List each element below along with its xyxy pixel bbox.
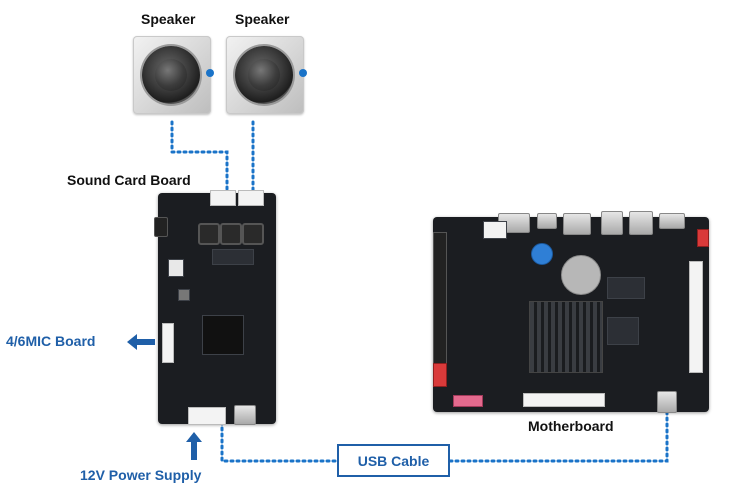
motherboard-label: Motherboard [528,418,614,434]
sound-card-board [154,190,276,425]
mic-board-label: 4/6MIC Board [6,333,96,349]
usb-wire-right [448,408,669,463]
arrow-left-icon [127,334,155,350]
speaker-right-label: Speaker [235,11,290,27]
speaker-left-label: Speaker [141,11,196,27]
sound-card-board-label: Sound Card Board [67,172,191,188]
connector-dot [206,69,214,77]
speaker-left-icon [133,36,214,114]
speaker-right-icon [226,36,307,114]
usb-wire-left [220,420,339,463]
usb-cable-label: USB Cable [337,444,450,477]
connector-dot [299,69,307,77]
arrow-up-icon [186,432,202,460]
power-supply-label: 12V Power Supply [80,467,202,483]
speaker-left-wire [170,120,229,192]
motherboard [433,211,709,413]
